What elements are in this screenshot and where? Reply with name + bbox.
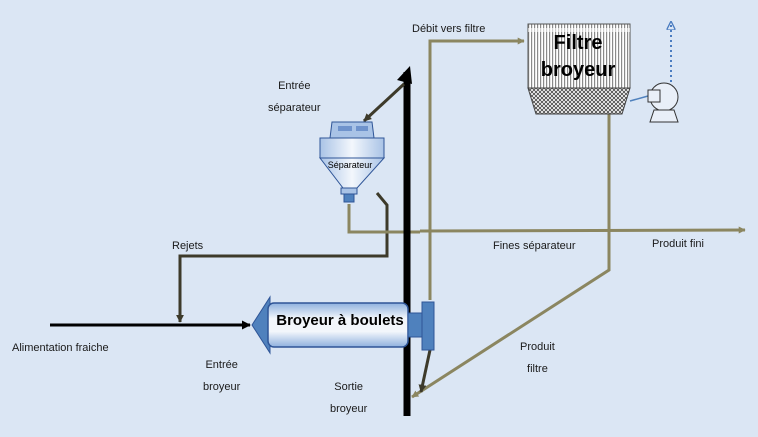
fresh-feed-label: Alimentation fraiche: [12, 342, 109, 354]
ball-mill-icon: [251, 295, 435, 355]
ball-mill-title: Broyeur à boulets: [276, 312, 404, 329]
mill-inlet-label: Entrée broyeur: [203, 354, 240, 398]
rejects-label: Rejets: [172, 240, 204, 252]
flow-to-filter-label: Débit vers filtre: [412, 23, 486, 35]
finished-product-label: Produit fini: [652, 238, 704, 250]
separator-inlet-label-line2: séparateur: [268, 102, 321, 114]
rejects-line: [176, 192, 389, 323]
mill-outlet-label: Sortie broyeur: [330, 376, 367, 420]
mill-outlet-label-line2: broyeur: [330, 403, 368, 415]
filter-product-label: Produit filtre: [520, 336, 555, 380]
flow-to-filter-line: [428, 37, 525, 300]
mill-outlet-line: [418, 349, 432, 393]
filter-product-line: [411, 230, 611, 399]
mill-outlet-label-line1: Sortie: [334, 381, 364, 393]
separator-inlet-line: [362, 82, 406, 123]
cyclone-separator-icon: [318, 121, 386, 203]
mill-inlet-label-line1: Entrée: [205, 359, 238, 371]
filter-title-line1: Filtre: [553, 32, 603, 54]
filter-title: Filtre broyeur: [530, 30, 626, 84]
separator-fines-line: [347, 204, 420, 234]
filter-product-label-line1: Produit: [520, 341, 555, 353]
separator-title: Séparateur: [327, 160, 373, 170]
product-line: [419, 226, 746, 234]
mill-inlet-label-line2: broyeur: [203, 381, 241, 393]
elevator-top-cap: [397, 66, 412, 84]
separator-fines-label: Fines séparateur: [493, 240, 576, 252]
filter-product-label-line2: filtre: [527, 363, 548, 375]
filter-unit: [527, 23, 631, 115]
separator-inlet-label-line1: Entrée: [278, 80, 311, 92]
filter-title-line2: broyeur: [540, 59, 616, 81]
centrifugal-fan-icon: [629, 82, 679, 123]
separator-inlet-label: Entrée séparateur: [268, 75, 321, 119]
